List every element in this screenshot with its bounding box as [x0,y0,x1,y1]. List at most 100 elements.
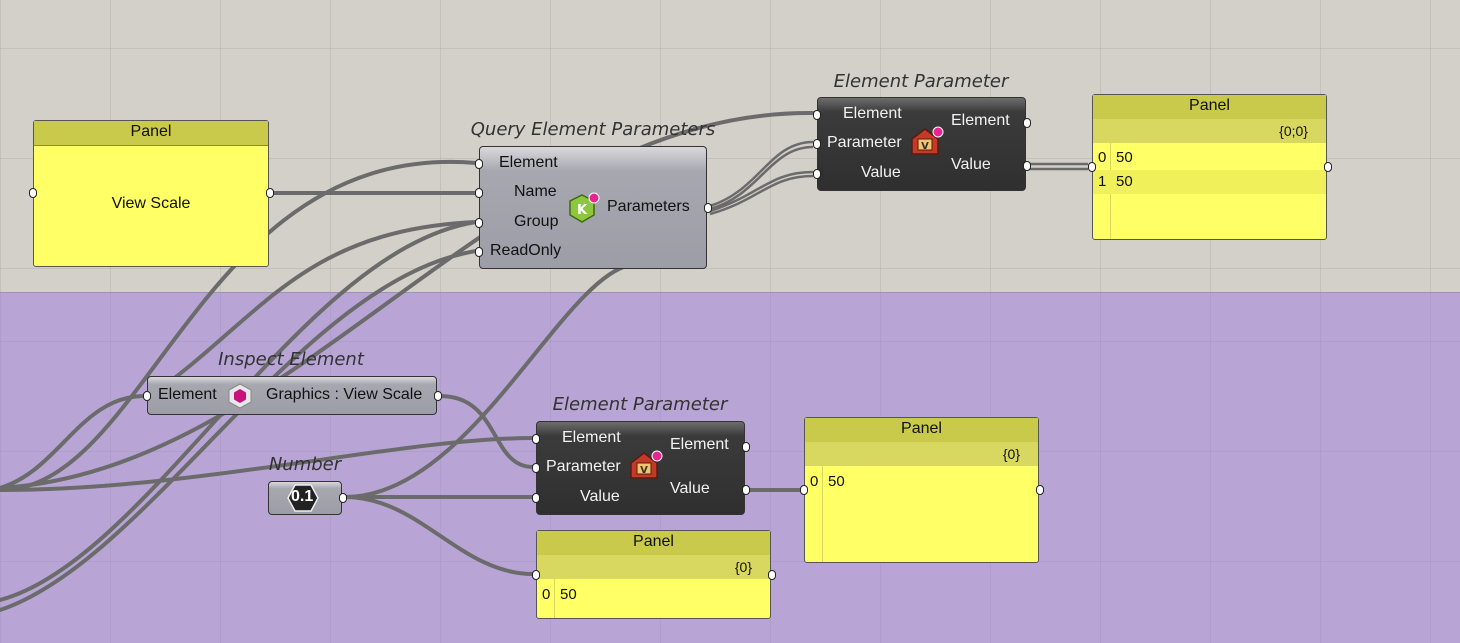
panel-row: 1 50 [1093,170,1326,194]
panel-view-scale[interactable]: Panel View Scale [29,120,274,267]
row-value: 50 [560,586,577,603]
output-element[interactable]: Element [951,112,1010,129]
panel-bottom[interactable]: Panel {0} 0 50 [532,530,776,619]
panel-row: 0 50 [1093,146,1326,170]
grip-parameter-in[interactable] [532,463,540,473]
grip-parameter-in[interactable] [813,139,821,149]
output-grip[interactable] [1036,485,1044,495]
output-value[interactable]: Value [670,480,710,497]
number-param[interactable]: 0.1 [268,481,347,515]
input-value[interactable]: Value [861,164,901,181]
row-value: 50 [1116,149,1133,166]
grip-value-out[interactable] [1023,161,1031,171]
ep-top-label: Element Parameter [833,71,1009,92]
panel-gutter [554,579,555,618]
grip-element-in[interactable] [143,391,151,401]
input-element[interactable]: Element [158,386,217,403]
input-grip[interactable] [29,188,37,198]
wire-inspect-to-ep-bottom-param [438,394,535,469]
panel-gutter [822,466,823,562]
input-value[interactable]: Value [580,488,620,505]
grip-element-in[interactable] [813,110,821,120]
panel-title: Panel [1093,95,1326,120]
input-parameter[interactable]: Parameter [827,134,902,151]
element-parameter-top[interactable]: Element Parameter Value Element Value V [813,97,1031,191]
svg-text:K: K [577,203,588,218]
hexagon-k-icon: K [569,192,600,223]
house-v-icon: V [630,450,663,479]
output-grip[interactable] [768,570,776,580]
input-parameter[interactable]: Parameter [546,458,621,475]
input-readonly[interactable]: ReadOnly [490,242,562,259]
grip-element-out[interactable] [1023,118,1031,128]
input-grip[interactable] [800,485,808,495]
row-value: 50 [1116,173,1133,190]
inspect-element[interactable]: Element Graphics : View Scale [143,376,442,415]
grip-readonly[interactable] [475,247,483,257]
wire-inspect-to-query-group [148,220,478,398]
input-element[interactable]: Element [562,429,621,446]
input-group[interactable]: Group [514,213,559,230]
panel-path: {0;0} [1093,119,1326,143]
house-v-icon: V [911,126,944,155]
wire-left-to-query-element [0,159,478,492]
panel-path: {0} [805,442,1038,466]
panel-mid-right[interactable]: Panel {0} 0 50 [800,417,1044,563]
group-region-purple[interactable] [0,292,1460,643]
output-parameters[interactable]: Parameters [607,198,690,215]
wire-left-to-query-readonly [0,249,478,612]
wire-params-to-ep-value-2 [709,174,814,216]
wire-params-to-ep-param-1 [709,140,814,208]
grip-parameters-out[interactable] [704,203,712,213]
panel-title: Panel [537,531,770,556]
ep-bottom-label: Element Parameter [552,394,728,415]
output-grip[interactable] [1324,162,1332,172]
panel-path: {0} [537,555,770,579]
grip-output[interactable] [339,493,347,503]
input-element[interactable]: Element [499,154,558,171]
row-index: 1 [1098,173,1107,190]
inspect-label: Inspect Element [218,349,364,370]
wire-number-to-ep-top-value [343,263,632,499]
grip-name[interactable] [475,188,483,198]
wire-left-to-ep-top-element [0,110,815,490]
row-index: 0 [810,473,819,490]
grip-value-out[interactable] [742,485,750,495]
grip-group[interactable] [475,218,483,228]
number-value: 0.1 [291,488,314,505]
wire-left-to-ep-bottom-element [0,436,535,492]
wire-left-to-inspect [0,394,147,490]
input-name[interactable]: Name [514,183,557,200]
grip-value-in[interactable] [532,493,540,503]
input-grip[interactable] [532,570,540,580]
panel-top-right[interactable]: Panel {0;0} 0 50 1 50 [1088,94,1332,240]
grip-value-in[interactable] [813,169,821,179]
row-index: 0 [542,586,551,603]
row-value: 50 [828,473,845,490]
grip-element-in[interactable] [532,434,540,444]
query-element-parameters[interactable]: Element Name Group ReadOnly Parameters K [475,146,712,269]
magenta-hexagon-icon [228,383,252,409]
panel-title: Panel [34,121,268,146]
panel-row: 0 50 [537,583,770,607]
output-value[interactable]: Value [951,156,991,173]
grip-element[interactable] [475,159,483,169]
svg-text:V: V [921,141,929,152]
output-grip[interactable] [266,188,274,198]
query-label: Query Element Parameters [470,119,716,140]
element-parameter-bottom[interactable]: Element Parameter Value Element Value V [532,421,750,515]
number-label: Number [268,454,342,475]
grip-output[interactable] [434,391,442,401]
grip-element-out[interactable] [742,442,750,452]
output-graphics-view-scale[interactable]: Graphics : View Scale [266,386,423,403]
panel-text: View Scale [111,195,191,212]
number-hexagon-icon [287,484,319,512]
row-index: 0 [1098,149,1107,166]
svg-text:V: V [640,465,648,476]
panel-row: 0 50 [805,470,1038,494]
output-element[interactable]: Element [670,436,729,453]
input-grip[interactable] [1088,162,1096,172]
panel-title: Panel [805,418,1038,443]
input-element[interactable]: Element [843,105,902,122]
